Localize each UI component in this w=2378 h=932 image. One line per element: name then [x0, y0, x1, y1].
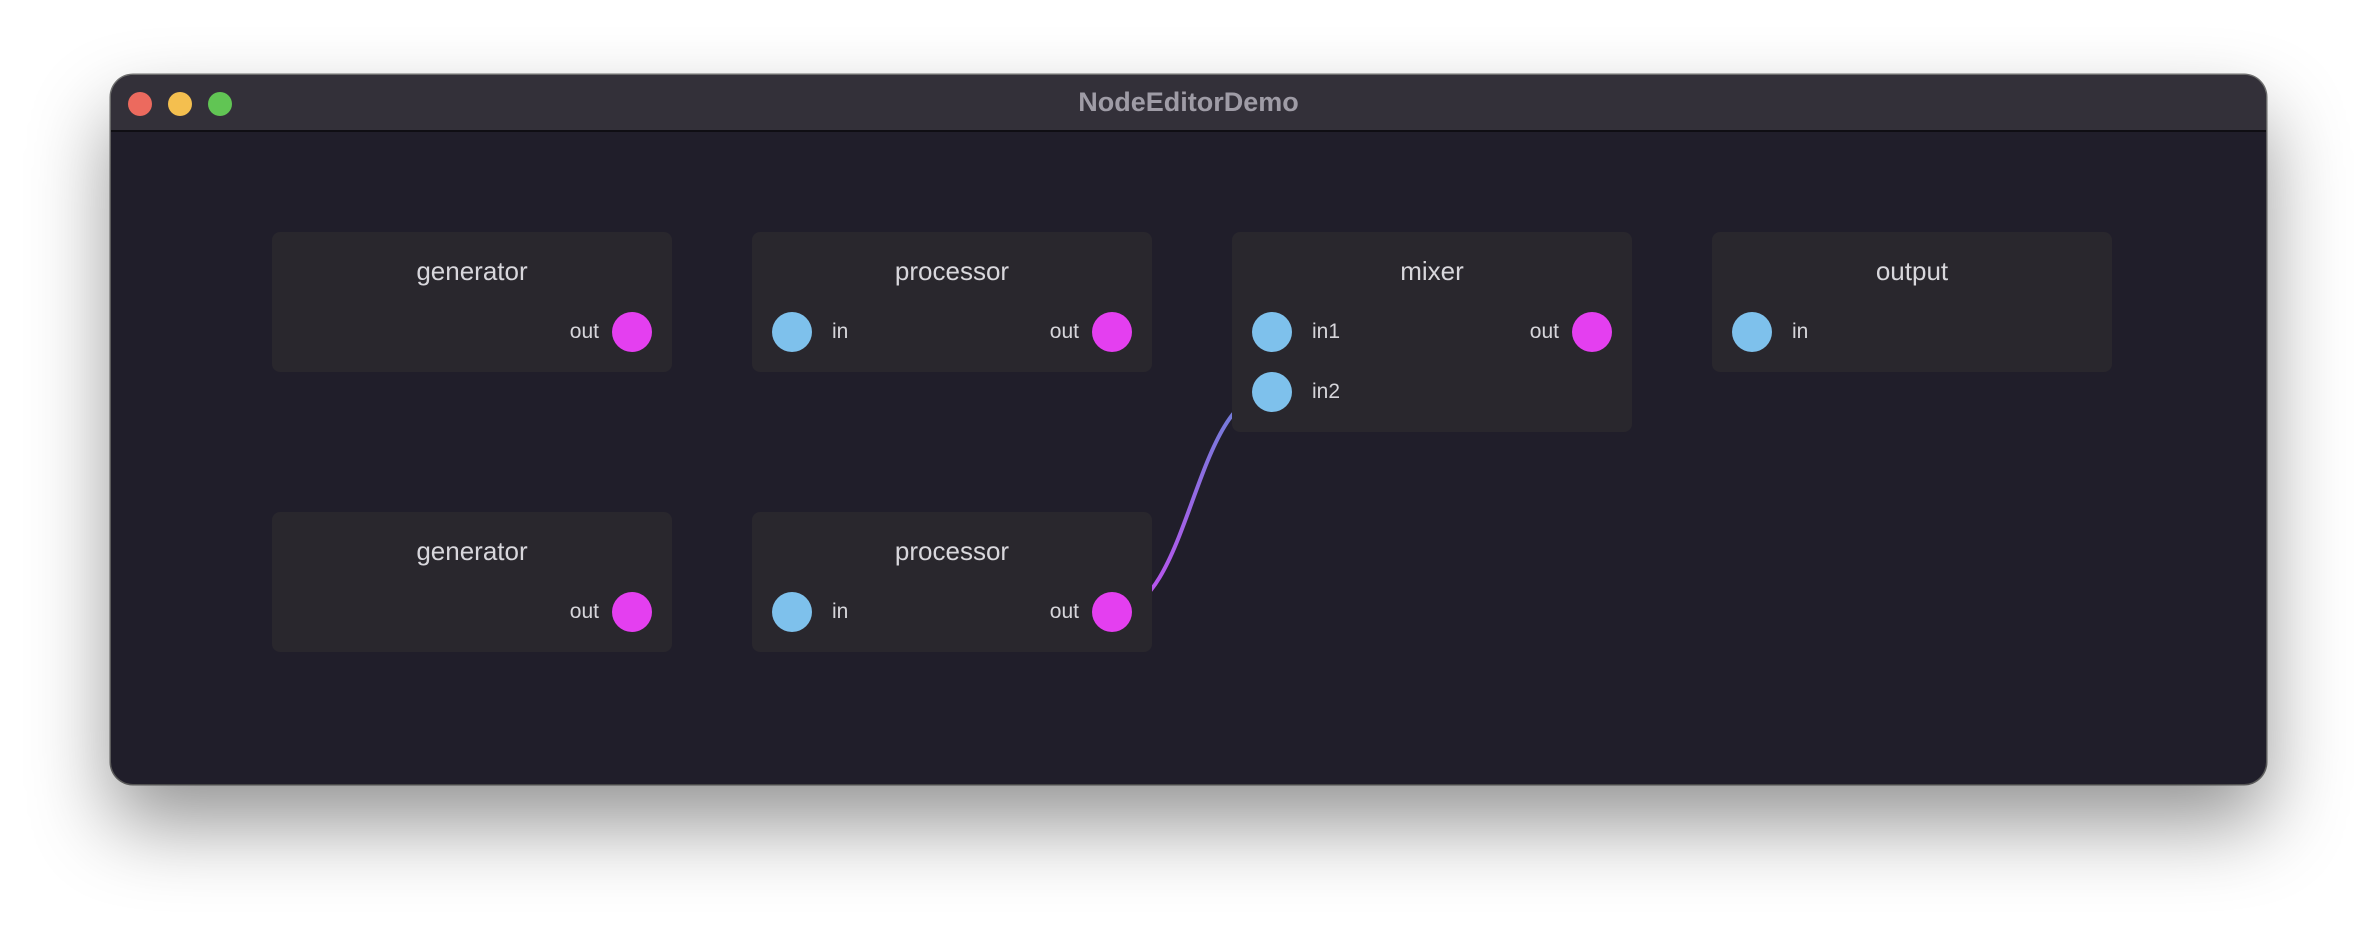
input-port-label: in2: [1312, 380, 1341, 403]
output-port-out[interactable]: [612, 312, 652, 352]
node-title: output: [1875, 256, 1949, 286]
minimize-window-button[interactable]: [168, 92, 192, 116]
output-port-out[interactable]: [1092, 592, 1132, 632]
node-title: processor: [894, 536, 1010, 566]
output-port-label: out: [1049, 600, 1079, 623]
maximize-window-button[interactable]: [208, 92, 232, 116]
output-port-out[interactable]: [1092, 312, 1132, 352]
output-port-out[interactable]: [612, 592, 652, 632]
title-bar[interactable]: NodeEditorDemo: [111, 75, 2266, 132]
node-title: mixer: [1400, 256, 1464, 286]
input-port-in1[interactable]: [1252, 312, 1292, 352]
output-port-label: out: [1529, 320, 1559, 343]
output-port-out[interactable]: [1572, 312, 1612, 352]
node-canvas[interactable]: generator out processor in out mixer in1…: [111, 132, 2266, 784]
output-port-label: out: [1049, 320, 1079, 343]
node-generator[interactable]: generator out: [272, 512, 672, 652]
input-port-label: in: [832, 320, 849, 343]
node-output[interactable]: output in: [1712, 232, 2112, 372]
node-title: processor: [894, 256, 1010, 286]
node-mixer[interactable]: mixer in1 in2 out: [1232, 232, 1632, 432]
input-port-in2[interactable]: [1252, 372, 1292, 412]
node-title: generator: [416, 256, 528, 286]
input-port-label: in1: [1312, 320, 1341, 343]
input-port-in[interactable]: [772, 312, 812, 352]
node-processor[interactable]: processor in out: [752, 512, 1152, 652]
connection-layer: [632, 330, 1752, 614]
app-window: NodeEditorDemo generator out: [111, 75, 2266, 784]
output-port-label: out: [569, 600, 599, 623]
close-window-button[interactable]: [128, 92, 152, 116]
input-port-label: in: [1792, 320, 1809, 343]
input-port-label: in: [832, 600, 849, 623]
input-port-in[interactable]: [772, 592, 812, 632]
node-processor[interactable]: processor in out: [752, 232, 1152, 372]
node-generator[interactable]: generator out: [272, 232, 672, 372]
node-title: generator: [416, 536, 528, 566]
output-port-label: out: [569, 320, 599, 343]
input-port-in[interactable]: [1732, 312, 1772, 352]
window-title: NodeEditorDemo: [1078, 87, 1299, 117]
